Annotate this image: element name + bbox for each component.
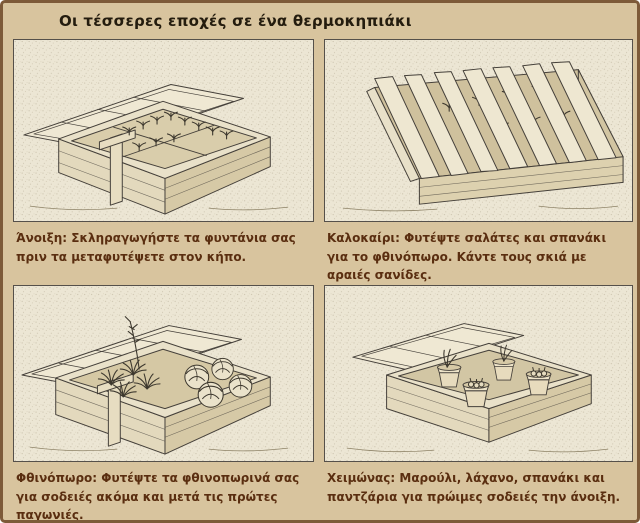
spring-cold-frame-illustration <box>14 40 313 221</box>
winter-cold-frame-illustration <box>325 286 632 461</box>
ground-lines <box>29 205 289 211</box>
winter-bulbs <box>467 366 548 389</box>
autumn-caption: Φθινόπωρο: Φυτέψτε τα φθινοπωρινά σας γι… <box>16 471 300 523</box>
ground-lines <box>342 205 619 212</box>
page-title: Οι τέσσερες εποχές σε ένα θερμοκηπιάκι <box>59 12 412 30</box>
autumn-illustration-panel <box>13 285 314 462</box>
summer-shading-slats <box>374 61 617 179</box>
ground-lines <box>29 446 289 452</box>
autumn-cold-frame-illustration <box>14 286 313 461</box>
winter-caption: Χειμώνας: Μαρούλι, λάχανο, σπανάκι και π… <box>327 471 621 504</box>
spring-illustration-panel <box>13 39 314 222</box>
winter-pots <box>437 344 552 408</box>
summer-caption: Καλοκαίρι: Φυτέψτε σαλάτες και σπανάκι γ… <box>327 231 607 283</box>
ground-lines <box>346 447 609 453</box>
summer-illustration-panel <box>324 39 633 222</box>
summer-cold-frame-illustration <box>325 40 632 221</box>
autumn-flower-spike <box>124 316 141 370</box>
winter-illustration-panel <box>324 285 633 462</box>
spring-caption: Άνοιξη: Σκληραγωγήστε τα φυντάνια σας πρ… <box>16 231 296 264</box>
